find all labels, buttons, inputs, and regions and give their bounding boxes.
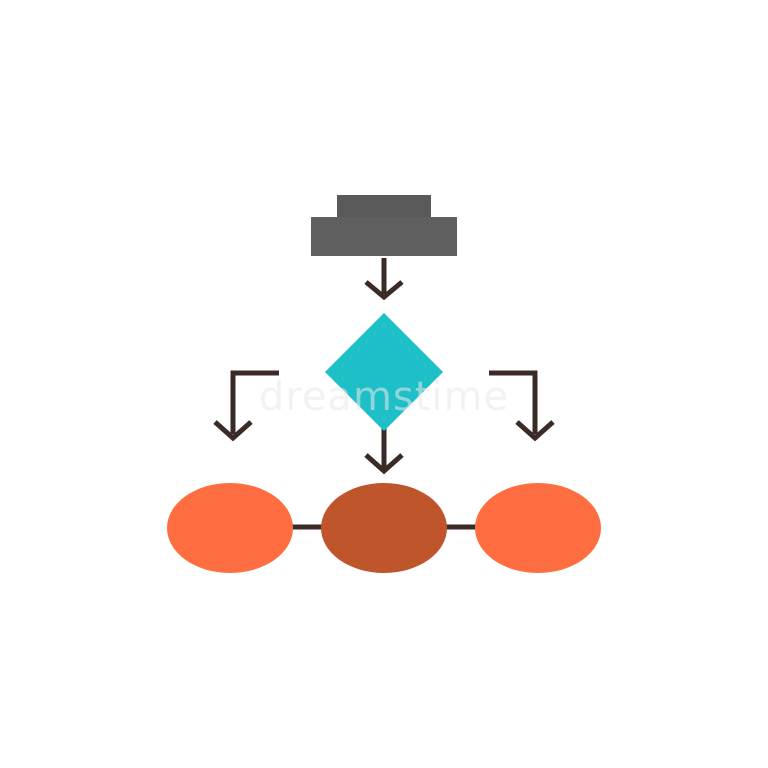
outcome-center <box>321 483 447 573</box>
arrowhead-left <box>213 420 253 442</box>
left-branch-line <box>230 370 279 434</box>
right-branch-line <box>489 370 538 434</box>
outcomes <box>167 483 601 573</box>
watermark-text: dreamstime <box>259 374 509 420</box>
outcome-right <box>475 483 601 573</box>
arrowhead-top <box>364 280 404 301</box>
start-block-bottom <box>311 217 457 256</box>
arrowhead-bottom <box>364 453 404 475</box>
start-block-top <box>337 195 431 219</box>
arrowhead-right <box>515 420 555 442</box>
start-block <box>311 195 457 256</box>
decision-diamond <box>325 313 443 431</box>
outcome-left <box>167 483 293 573</box>
connectors <box>213 258 555 530</box>
